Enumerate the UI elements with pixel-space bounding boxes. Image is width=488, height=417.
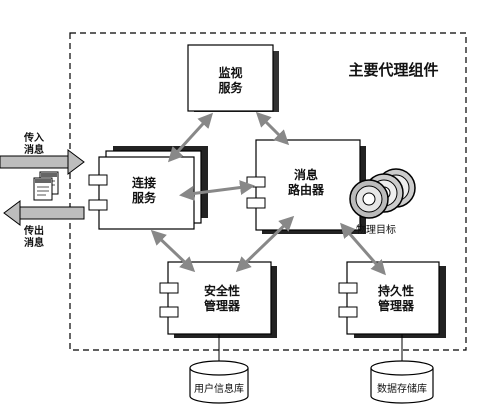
router-label-line2: 路由器 bbox=[287, 183, 324, 197]
message-router-label: 消息 路由器 bbox=[268, 168, 344, 198]
arrow-monitor-router bbox=[255, 111, 290, 146]
outgoing-line2: 消息 bbox=[24, 238, 44, 249]
outgoing-line1: 传出 bbox=[24, 226, 44, 237]
data-store-label: 数据存储库 bbox=[377, 384, 427, 395]
monitor-service-box bbox=[187, 44, 279, 112]
connector-arrows bbox=[150, 111, 386, 276]
arrow-router-persistence bbox=[340, 222, 386, 276]
physical-target-label: 物理目标 bbox=[356, 225, 396, 236]
router-label-line1: 消息 bbox=[293, 168, 318, 182]
incoming-line2: 消息 bbox=[24, 145, 44, 156]
security-manager-box bbox=[159, 261, 277, 338]
connection-service-label: 连接 服务 bbox=[114, 176, 174, 206]
message-router-box bbox=[246, 139, 366, 234]
message-document-icon bbox=[33, 171, 59, 201]
persistence-manager-label: 持久性 管理器 bbox=[360, 284, 432, 314]
outgoing-message-label: 传出 消息 bbox=[24, 226, 44, 250]
incoming-message-label: 传入 消息 bbox=[24, 133, 44, 157]
data-store-icon bbox=[370, 334, 434, 404]
security-label-line1: 安全性 bbox=[203, 284, 240, 298]
arrow-connection-monitor bbox=[167, 112, 214, 163]
user-db-icon bbox=[189, 334, 249, 404]
persistence-label-line1: 持久性 bbox=[377, 284, 414, 298]
incoming-line1: 传入 bbox=[24, 133, 44, 144]
connection-label-line1: 连接 bbox=[131, 176, 156, 190]
monitor-label-line2: 服务 bbox=[218, 81, 243, 95]
arrow-connection-security bbox=[150, 229, 196, 273]
monitor-label-line1: 监视 bbox=[218, 66, 243, 80]
security-manager-label: 安全性 管理器 bbox=[182, 284, 262, 314]
arrow-router-security bbox=[235, 215, 295, 273]
security-label-line2: 管理器 bbox=[203, 299, 240, 313]
outgoing-arrow-icon bbox=[3, 200, 85, 226]
user-db-label: 用户信息库 bbox=[194, 384, 244, 395]
arrow-connection-router bbox=[179, 180, 255, 201]
incoming-arrow-icon bbox=[0, 149, 85, 175]
persistence-label-line2: 管理器 bbox=[377, 299, 414, 313]
physical-target-icon bbox=[349, 168, 416, 219]
monitor-service-label: 监视 服务 bbox=[188, 66, 273, 96]
diagram-title: 主要代理组件 bbox=[348, 61, 439, 79]
connection-label-line2: 服务 bbox=[131, 191, 156, 205]
broker-boundary bbox=[69, 32, 467, 351]
